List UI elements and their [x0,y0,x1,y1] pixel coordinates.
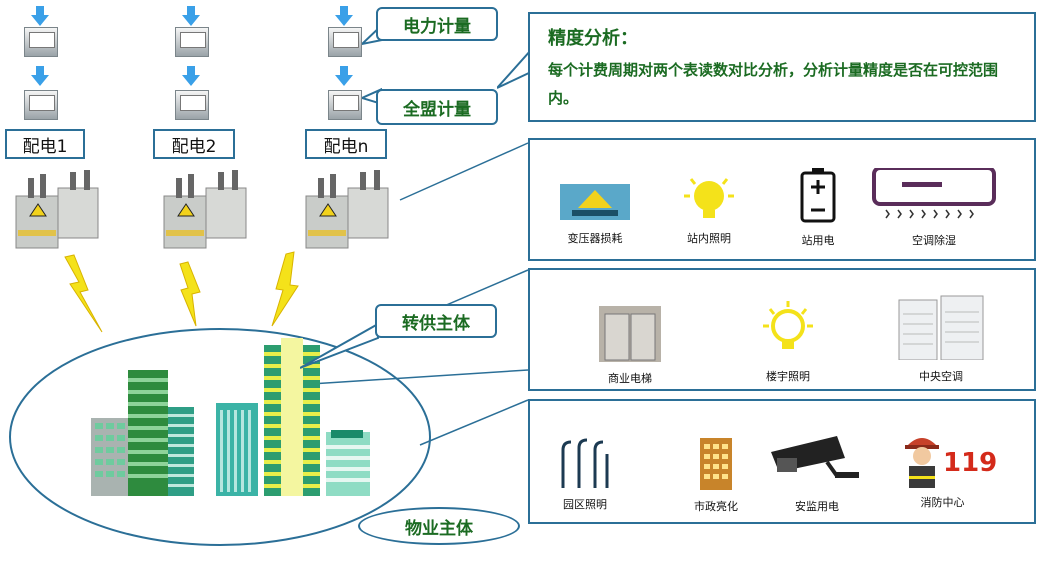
alliance-meter-callout: 全盟计量 [376,89,498,125]
transfer-entity-callout: 转供主体 [375,304,497,338]
precision-title: 精度分析： [548,28,638,49]
item-fire-center: 119 消防中心 [885,430,1000,510]
meter-icon [175,90,209,120]
lightbulb-icon [684,178,734,218]
down-arrow-icon [182,66,200,86]
item-label: 商业电梯 [608,372,652,385]
transformer-icon [15,170,99,249]
item-park-lighting: 园区照明 [530,436,640,512]
substation-label-n: 配电n [305,129,387,159]
item-transformer-loss: 变压器损耗 [540,182,650,246]
streetlight-icon [555,436,615,488]
precision-analysis-panel: 精度分析： 每个计费周期对两个表读数对比分析，分析计量精度是否在可控范围内。 [528,12,1036,122]
transformer-sign-icon [560,184,630,220]
down-arrow-icon [335,6,353,26]
lightning-bolt-2 [179,261,201,327]
lightbulb-icon [763,301,813,349]
item-label: 安监用电 [795,500,839,513]
item-station-lighting: 站内照明 [654,176,764,246]
item-building-lighting: 楼宇照明 [733,300,843,384]
item-label: 消防中心 [920,496,965,509]
lightning-bolt-1 [64,254,103,333]
item-commercial-elevator: 商业电梯 [575,306,685,386]
down-arrow-icon [335,66,353,86]
connector-to-panel-2b [294,369,529,386]
lightning-bolt-3 [271,251,299,327]
firefighter-icon [905,438,939,488]
down-arrow-icon [182,6,200,26]
city-building-icon [700,438,732,490]
central-ac-icon [898,295,984,361]
battery-icon [800,168,836,223]
callout-pointer [300,322,379,369]
item-label: 空调除湿 [912,234,956,247]
item-station-power: 站用电 [763,168,873,248]
item-label: 市政亮化 [694,500,738,513]
meter-icon [328,90,362,120]
power-meter-callout: 电力计量 [376,7,498,41]
item-central-ac: 中央空调 [886,294,996,384]
cctv-camera-icon [771,436,859,478]
buildings [91,338,370,496]
item-label: 楼宇照明 [766,370,810,383]
item-air-conditioning: 空调除湿 [869,166,999,248]
down-arrow-icon [31,66,49,86]
connector-to-panel-1 [399,142,529,201]
meter-icon [328,27,362,57]
transformer-icon [163,170,247,249]
substation-label-1: 配电1 [5,129,85,159]
substation-label-2: 配电2 [153,129,235,159]
elevator-icon [599,306,661,362]
transformer-icon [305,170,389,249]
item-label: 站用电 [801,234,835,247]
down-arrow-icon [31,6,49,26]
fire-emergency-number: 119 [943,448,998,478]
item-label: 园区照明 [563,498,607,511]
item-label: 中央空调 [919,370,963,383]
property-entity-callout: 物业主体 [358,507,520,545]
item-label: 站内照明 [687,232,731,245]
air-conditioner-icon [872,166,996,219]
connector-to-panel-3 [419,399,529,446]
precision-body: 每个计费周期对两个表读数对比分析，分析计量精度是否在可控范围内。 [548,61,999,107]
item-municipal-lighting: 市政亮化 [661,434,771,514]
item-security-power: 安监用电 [762,432,872,514]
meter-icon [175,27,209,57]
item-label: 变压器损耗 [567,232,623,245]
meter-icon [24,27,58,57]
meter-icon [24,90,58,120]
